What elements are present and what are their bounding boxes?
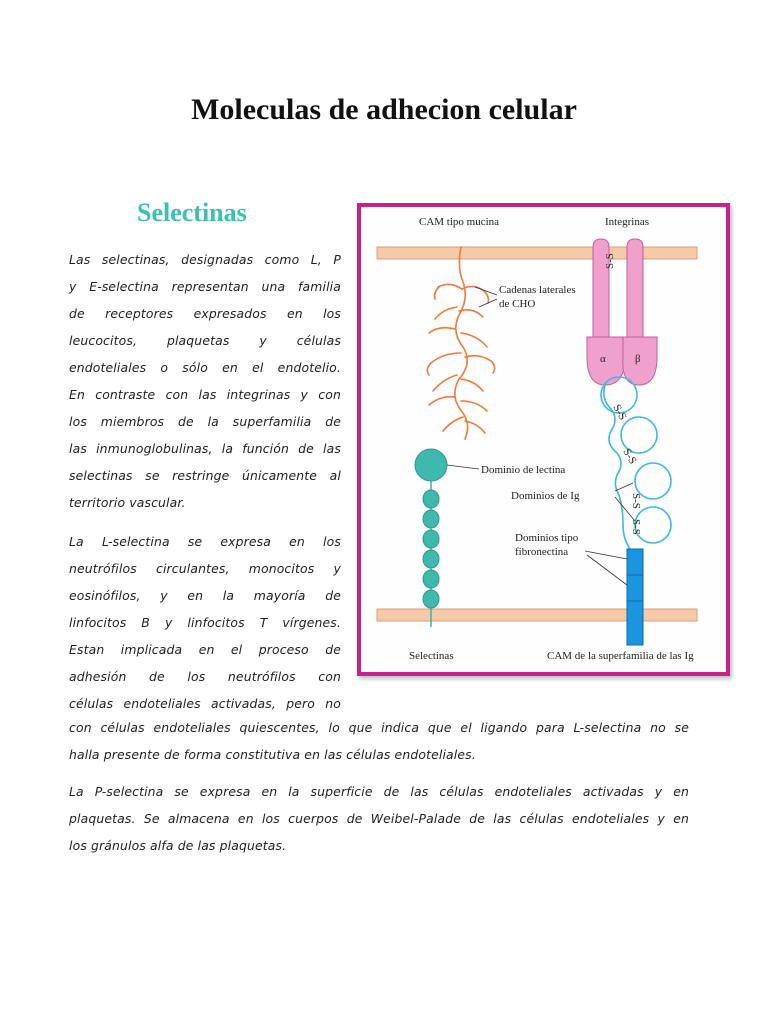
text-line: las inmunoglobulinas, la función de las <box>69 441 341 456</box>
label-mucin: CAM tipo mucina <box>419 216 499 228</box>
lectin-domain <box>414 448 448 482</box>
ss-label: S-S <box>630 493 642 509</box>
label-lectin: Dominio de lectina <box>481 464 565 476</box>
ss-label: S-S <box>610 403 628 423</box>
text-line: plaquetas. Se almacena en los cuerpos de… <box>69 811 689 826</box>
text-line: eosinófilos, y en la mayoría de <box>69 588 341 603</box>
ss-label: S-S <box>630 519 642 535</box>
fibronectin-domain <box>626 574 644 602</box>
text-line: halla presente de forma constitutiva en … <box>69 747 476 762</box>
text-line: selectinas se restringe únicamente al <box>69 468 341 483</box>
section-heading: Selectinas <box>137 198 247 227</box>
beta-label: β <box>635 353 641 365</box>
selectin-molecule <box>414 448 448 627</box>
label-integrins: Integrinas <box>605 216 649 228</box>
label-fibronectin-2: fibronectina <box>515 546 568 558</box>
text-line: neutrófilos circulantes, monocitos y <box>69 561 341 576</box>
fibronectin-domain <box>626 548 644 576</box>
text-line: linfocitos B y linfocitos T vírgenes. <box>69 615 341 630</box>
ss-label: S-S <box>620 447 638 467</box>
text-line: y E-selectina representan una familia <box>69 279 341 294</box>
figure-diagram: α β S-S S-S S-S S-S S-S <box>376 216 698 662</box>
leader-lines <box>446 286 636 586</box>
ss-label: S-S <box>604 253 616 269</box>
p-selectin-paragraph: La P-selectina se expresa en la superfic… <box>69 778 689 859</box>
top-membrane <box>376 246 698 260</box>
label-ig: Dominios de Ig <box>511 490 580 502</box>
text-line: adhesión de los neutrófilos con <box>69 669 341 684</box>
alpha-label: α <box>600 353 606 365</box>
text-line: Estan implicada en el proceso de <box>69 642 341 657</box>
text-line: células endoteliales activadas, pero no <box>69 696 341 711</box>
label-cho-2: de CHO <box>499 298 535 310</box>
text-line: los miembros de la superfamilia de <box>69 414 341 429</box>
text-line: los gránulos alfa de las plaquetas. <box>69 838 287 853</box>
page-title: Moleculas de adhecion celular <box>191 93 577 126</box>
fibronectin-stalk <box>626 600 644 646</box>
integrin-molecule: α β S-S <box>586 238 658 386</box>
bottom-membrane <box>376 608 698 622</box>
text-line: La P-selectina se expresa en la superfic… <box>69 784 689 799</box>
text-line: La L-selectina se expresa en los <box>69 534 341 549</box>
label-selectins: Selectinas <box>409 650 454 662</box>
text-line: endoteliales o sólo en el endotelio. <box>69 360 341 375</box>
text-line: En contraste con las integrinas y con <box>69 387 341 402</box>
adhesion-molecules-figure: α β S-S S-S S-S S-S S-S <box>357 203 730 676</box>
text-line: Las selectinas, designadas como L, P <box>69 252 341 267</box>
text-line: leucocitos, plaquetas y células <box>69 333 341 348</box>
text-line: con células endoteliales quiescentes, lo… <box>69 720 689 735</box>
text-line: territorio vascular. <box>69 495 186 510</box>
label-igsf: CAM de la superfamilia de las Ig <box>547 650 694 662</box>
label-cho-1: Cadenas laterales <box>499 284 576 296</box>
label-fibronectin-1: Dominios tipo <box>515 532 579 544</box>
selectin-intro-column: Las selectinas, designadas como L, P y E… <box>69 246 341 717</box>
l-selectin-continued: con células endoteliales quiescentes, lo… <box>69 714 689 768</box>
mucin-molecule <box>426 246 496 440</box>
text-line: de receptores expresados en los <box>69 306 341 321</box>
